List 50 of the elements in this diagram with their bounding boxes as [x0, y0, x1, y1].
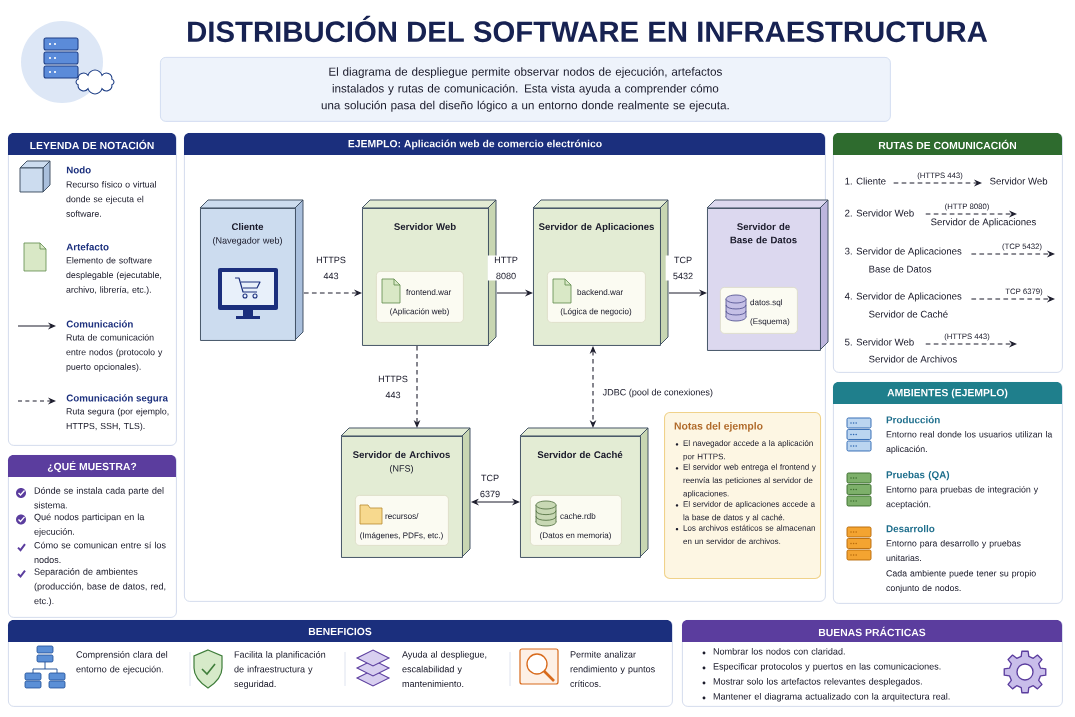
checklist-item: Cómo se comunican entre sí los nodos.: [17, 541, 166, 564]
intro-box: El diagrama de despliegue permite observar nodos de ejecución, artefactos instalados y rutas de comunicación. Esta vista ayuda a comprender cómo una solución pasa del diseño lógico a un entorno donde realmente se ejecuta.: [160, 57, 891, 122]
edge-label: TCP 5432: [665, 255, 701, 281]
route-text: Servidor de Archivos: [869, 355, 957, 363]
route-text: 2. Servidor Web: [845, 209, 914, 217]
legend-label: Comunicación segura: [66, 394, 168, 404]
benefit-text: Facilita la planificación de infraestructura y seguridad.: [234, 651, 326, 689]
checklist-item: Dónde se instala cada parte del sistema.: [16, 487, 164, 509]
legend-label: Comunicación: [66, 320, 133, 328]
route-text: Servidor de Aplicaciones: [931, 218, 1036, 228]
artifact-box: recursos/ (Imágenes, PDFs, etc.): [355, 495, 449, 546]
bullet-item: Mantener el diagrama actualizado con la arquitectura real.: [702, 693, 950, 702]
edge-label: JDBC (pool de conexiones): [601, 387, 715, 399]
route-text: 1. Cliente: [845, 177, 886, 185]
route-text: 3. Servidor de Aplicaciones: [844, 247, 962, 257]
bullet-item: Nombrar los nodos con claridad.: [702, 648, 845, 655]
bullet-item: El navegador accede a la aplicación por HTTPS.: [675, 440, 813, 461]
environment-name: Pruebas (QA): [886, 471, 950, 481]
legend-description: Ruta de comunicación entre nodos (protocolo y puerto opcionales).: [66, 334, 163, 372]
environment-description: Entorno para pruebas de integración y aceptación.: [886, 486, 1039, 509]
title: DISTRIBUCIÓN DEL SOFTWARE EN INFRAESTRUCTURA: [188, 15, 988, 43]
bullet-item: Especificar protocolos y puertos en las comunicaciones.: [702, 663, 941, 672]
bullet-item: El servidor web entrega el frontend y reenvía las peticiones al servidor de aplicaciones.: [675, 463, 816, 498]
edge-label: HTTPS 443: [312, 255, 350, 281]
benefit-text: Comprensión clara del entorno de ejecución.: [76, 651, 168, 675]
legend-label: Nodo: [66, 166, 91, 174]
legend-label: Artefacto: [66, 243, 109, 251]
bullet-item: Los archivos estáticos se almacenan en un servidor de archivos.: [675, 524, 815, 545]
note-text: Cada ambiente puede tener su propio conjunto de nodos.: [886, 570, 1036, 593]
environment-description: Entorno para desarrollo y pruebas unitarias.: [886, 540, 1021, 562]
edge-label: HTTPS 443: [374, 374, 412, 400]
route-text: 5. Servidor Web: [845, 338, 914, 346]
checklist-item: Qué nodos participan en la ejecución.: [16, 513, 145, 537]
route-text: Servidor de Caché: [869, 310, 948, 318]
route-text: Servidor Web: [990, 177, 1048, 185]
edge-label: TCP 6379: [472, 473, 508, 499]
legend-description: Ruta segura (por ejemplo, HTTPS, SSH, TLS).: [66, 408, 169, 431]
checklist-item: Separación de ambientes (producción, base de datos, red, etc.).: [17, 568, 166, 606]
bullet-item: Mostrar solo los artefactos relevantes desplegados.: [702, 678, 922, 687]
route-text: Base de Datos: [869, 265, 932, 273]
legend-description: Elemento de software desplegable (ejecutable, archivo, librería, etc.).: [66, 257, 162, 295]
benefit-text: Ayuda al despliegue, escalabilidad y mantenimiento.: [402, 651, 487, 687]
artifact-box: backend.war (Lógica de negocio): [547, 271, 646, 323]
legend-description: Recurso físico o virtual donde se ejecuta el software.: [66, 181, 156, 217]
benefit-text: Permite analizar rendimiento y puntos críticos.: [570, 651, 655, 687]
environment-name: Producción: [886, 416, 940, 424]
environment-description: Entorno real donde los usuarios utilizan la aplicación.: [886, 431, 1053, 454]
environment-name: Desarrollo: [886, 525, 935, 533]
route-text: 4. Servidor de Aplicaciones: [844, 292, 962, 302]
bullet-item: El servidor de aplicaciones accede a la base de datos y al caché.: [675, 501, 816, 522]
